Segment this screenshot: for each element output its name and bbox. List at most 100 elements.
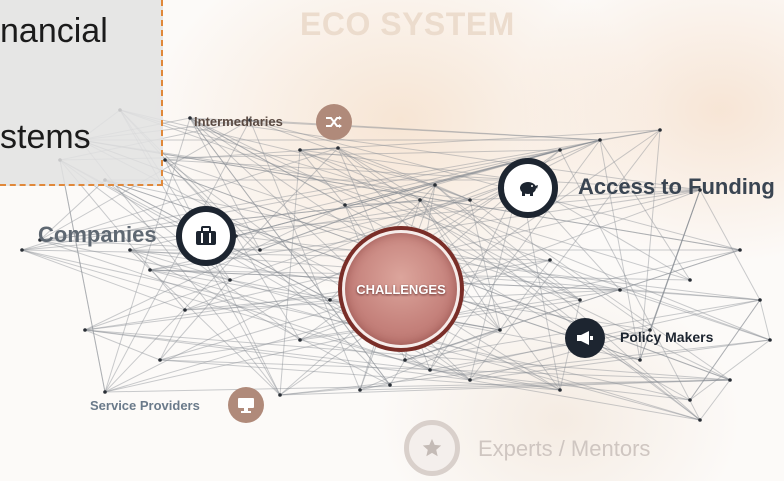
network-link xyxy=(689,339,771,401)
network-dot xyxy=(358,388,362,392)
network-link xyxy=(434,184,471,201)
network-dot xyxy=(148,268,152,272)
network-link xyxy=(279,379,731,396)
network-link xyxy=(337,147,471,201)
network-link xyxy=(84,204,346,331)
network-link xyxy=(359,379,731,391)
network-link xyxy=(619,289,761,301)
network-dot xyxy=(558,388,562,392)
network-link xyxy=(21,249,186,311)
network-dot xyxy=(598,138,602,142)
access-to-funding-node xyxy=(498,158,558,218)
network-link xyxy=(129,249,281,396)
network-link xyxy=(164,159,281,396)
network-dot xyxy=(298,148,302,152)
network-link xyxy=(104,147,339,393)
network-link xyxy=(434,149,561,186)
callout-line-2: stems xyxy=(0,118,91,156)
network-link xyxy=(119,109,691,281)
network-link xyxy=(337,147,701,421)
network-dot xyxy=(128,248,132,252)
network-dot xyxy=(428,368,432,372)
network-link xyxy=(84,329,161,361)
network-link xyxy=(469,199,731,381)
network-link xyxy=(559,149,701,421)
network-link xyxy=(235,235,301,341)
network-link xyxy=(404,249,741,361)
network-link xyxy=(235,149,561,237)
network-link xyxy=(549,259,651,331)
network-link xyxy=(389,359,406,386)
network-link xyxy=(559,139,601,151)
network-link xyxy=(84,179,521,331)
piggy-bank-icon xyxy=(517,179,539,197)
network-link xyxy=(337,147,581,301)
network-link xyxy=(259,184,436,251)
network-dot xyxy=(403,358,407,362)
shuffle-icon xyxy=(325,115,343,129)
network-dot xyxy=(38,238,42,242)
network-link xyxy=(119,109,436,186)
network-link xyxy=(299,129,661,151)
network-dot xyxy=(468,378,472,382)
network-link xyxy=(599,129,661,141)
network-link xyxy=(344,139,601,206)
experts-mentors-node xyxy=(404,420,460,476)
network-link xyxy=(599,139,691,281)
network-link xyxy=(189,117,391,386)
network-link xyxy=(235,199,471,237)
network-link xyxy=(359,329,501,391)
network-link xyxy=(279,129,661,396)
network-dot xyxy=(638,358,642,362)
network-link xyxy=(619,289,771,341)
network-link xyxy=(159,359,731,381)
network-link xyxy=(249,119,601,141)
service-providers-node xyxy=(228,387,264,423)
network-link xyxy=(249,119,471,201)
network-dot xyxy=(558,148,562,152)
network-link xyxy=(189,117,701,191)
network-link xyxy=(299,149,581,301)
network-link xyxy=(259,184,436,251)
network-link xyxy=(189,117,731,381)
network-link xyxy=(189,117,601,141)
network-link xyxy=(235,149,561,237)
network-dot xyxy=(336,146,340,150)
network-dot xyxy=(163,158,167,162)
intermediaries-label: Intermediaries xyxy=(194,114,283,129)
network-link xyxy=(84,299,331,331)
network-dot xyxy=(228,278,232,282)
network-link xyxy=(21,147,339,251)
network-dot xyxy=(618,288,622,292)
network-link xyxy=(104,119,251,393)
intermediaries-node xyxy=(316,104,352,140)
network-dot xyxy=(578,298,582,302)
policy-makers-node xyxy=(565,318,605,358)
network-dot xyxy=(343,203,347,207)
service-providers-label: Service Providers xyxy=(90,398,200,413)
network-link xyxy=(84,329,471,381)
network-link xyxy=(189,117,391,386)
network-link xyxy=(404,329,501,361)
network-link xyxy=(235,235,761,301)
network-link xyxy=(189,117,261,251)
network-dot xyxy=(158,358,162,362)
network-link xyxy=(84,329,731,381)
network-link xyxy=(359,299,761,391)
network-link xyxy=(104,379,731,393)
network-link xyxy=(434,184,581,301)
star-icon xyxy=(421,437,443,459)
companies-label: Companies xyxy=(38,222,157,247)
companies-node xyxy=(176,206,236,266)
network-link xyxy=(279,384,391,396)
network-dot xyxy=(258,248,262,252)
network-link xyxy=(469,329,651,381)
network-dot xyxy=(758,298,762,302)
network-dot xyxy=(698,418,702,422)
network-link xyxy=(164,159,581,301)
network-link xyxy=(164,159,701,191)
network-link xyxy=(279,149,301,396)
network-link xyxy=(159,279,231,361)
network-dot xyxy=(103,390,107,394)
callout-box: nancial stems xyxy=(0,0,163,186)
